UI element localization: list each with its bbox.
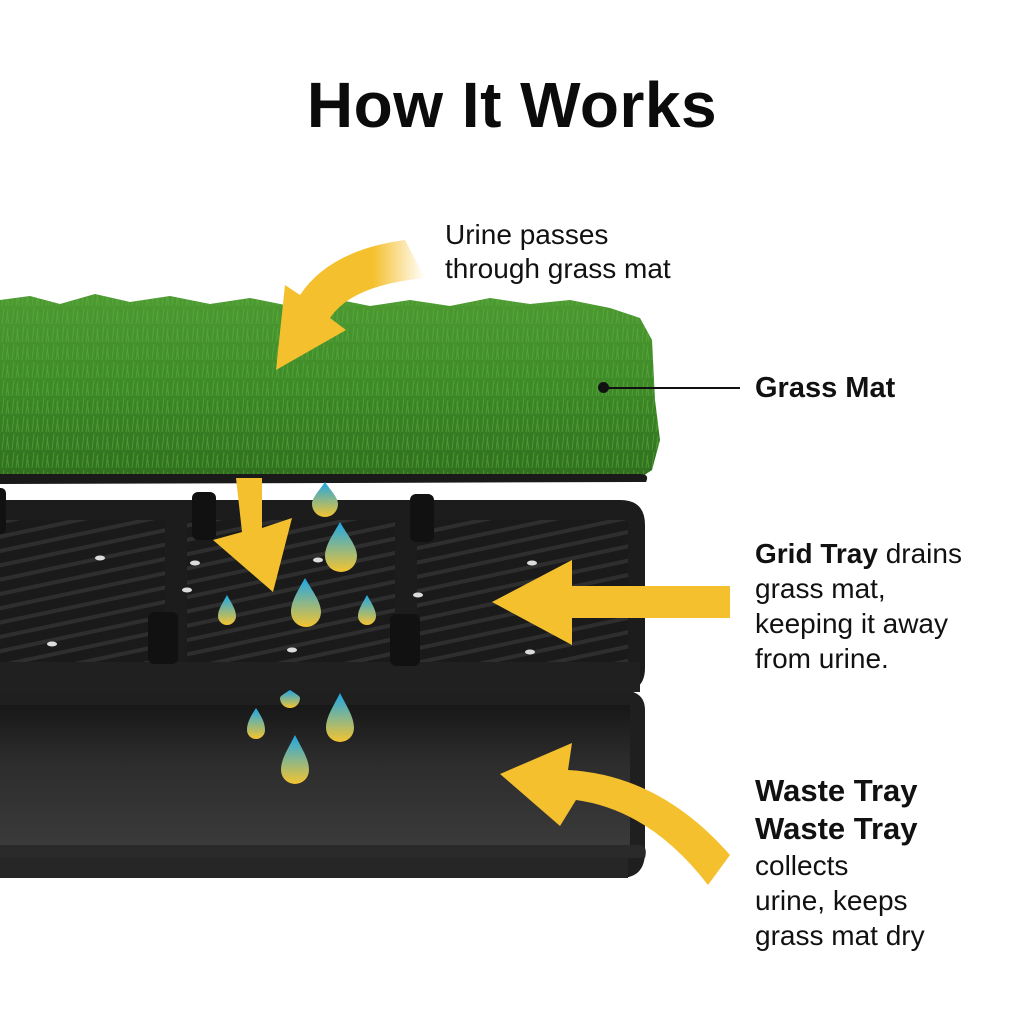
- label-line: grass mat dry: [755, 920, 925, 951]
- label-grid-tray-title: Grid Tray: [755, 538, 878, 569]
- grass-mat-leader-line: [604, 387, 740, 389]
- label-waste-tray-title: Waste Tray: [755, 773, 918, 808]
- label-urine-passes: Urine passes through grass mat: [445, 218, 671, 286]
- arrow-down-through-tray: [213, 478, 292, 592]
- arrow-grid-tray: [492, 560, 730, 645]
- grid-tray: [0, 488, 645, 692]
- grass-mat: [0, 294, 660, 484]
- grass-mat-leader-dot: [598, 382, 609, 393]
- label-line: grass mat,: [755, 573, 886, 604]
- label-grid-tray: Grid Tray drains grass mat, keeping it a…: [755, 536, 962, 676]
- label-waste-tray-title: Waste Tray: [755, 811, 918, 846]
- label-waste-tray: Waste Tray Waste Tray collects urine, ke…: [755, 772, 925, 953]
- label-line: urine, keeps: [755, 885, 908, 916]
- waste-tray: [0, 690, 646, 878]
- page-title: How It Works: [306, 69, 718, 141]
- arrow-waste-tray: [500, 743, 730, 885]
- urine-droplets: [218, 482, 376, 784]
- label-line: keeping it away: [755, 608, 949, 639]
- label-line: from urine.: [755, 643, 889, 674]
- arrow-urine-into-mat: [276, 240, 425, 370]
- label-line: Urine passes: [445, 219, 609, 250]
- label-line: drains: [877, 538, 962, 569]
- label-line: through grass mat: [445, 253, 671, 284]
- label-grass-mat: Grass Mat: [755, 372, 896, 404]
- label-line: collects: [755, 850, 849, 881]
